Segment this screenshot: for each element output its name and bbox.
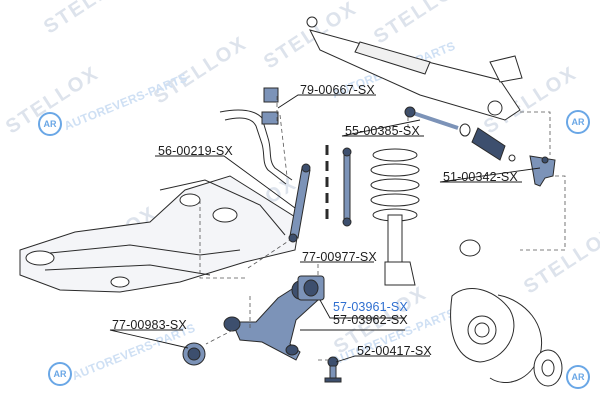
ar-logo-icon: AR bbox=[566, 365, 590, 389]
tie-rod-part bbox=[404, 106, 516, 162]
part-label-79-00667: 79-00667-SX bbox=[300, 83, 375, 97]
part-label-56-00219: 56-00219-SX bbox=[158, 144, 233, 158]
arm-bushing-part bbox=[182, 342, 206, 366]
ar-logo-icon: AR bbox=[566, 110, 590, 134]
knuckle-and-hub bbox=[450, 239, 563, 387]
ar-logo-icon: AR bbox=[48, 362, 72, 386]
callout-leaders bbox=[109, 94, 541, 363]
coil-spring bbox=[370, 148, 420, 286]
stabilizer-bar bbox=[219, 109, 293, 185]
part-label-77-00977: 77-00977-SX bbox=[302, 250, 377, 264]
part-label-55-00385: 55-00385-SX bbox=[345, 124, 420, 138]
steering-rack bbox=[306, 16, 523, 121]
ball-joint-part bbox=[324, 356, 342, 383]
part-label-51-00342: 51-00342-SX bbox=[443, 170, 518, 184]
tie-rod-end-part bbox=[529, 155, 556, 187]
part-label-57-03961: 57-03961-SX bbox=[333, 300, 408, 314]
subframe bbox=[19, 175, 301, 293]
stabilizer-bushing-part bbox=[261, 111, 279, 125]
part-label-57-03962: 57-03962-SX bbox=[333, 313, 408, 327]
part-label-77-00983: 77-00983-SX bbox=[112, 318, 187, 332]
part-label-52-00417: 52-00417-SX bbox=[357, 344, 432, 358]
drop-link-part bbox=[342, 147, 352, 227]
stabilizer-link-part bbox=[288, 163, 311, 243]
rear-bushing-part bbox=[297, 275, 325, 301]
bushing-part bbox=[263, 87, 279, 103]
ar-logo-icon: AR bbox=[38, 112, 62, 136]
